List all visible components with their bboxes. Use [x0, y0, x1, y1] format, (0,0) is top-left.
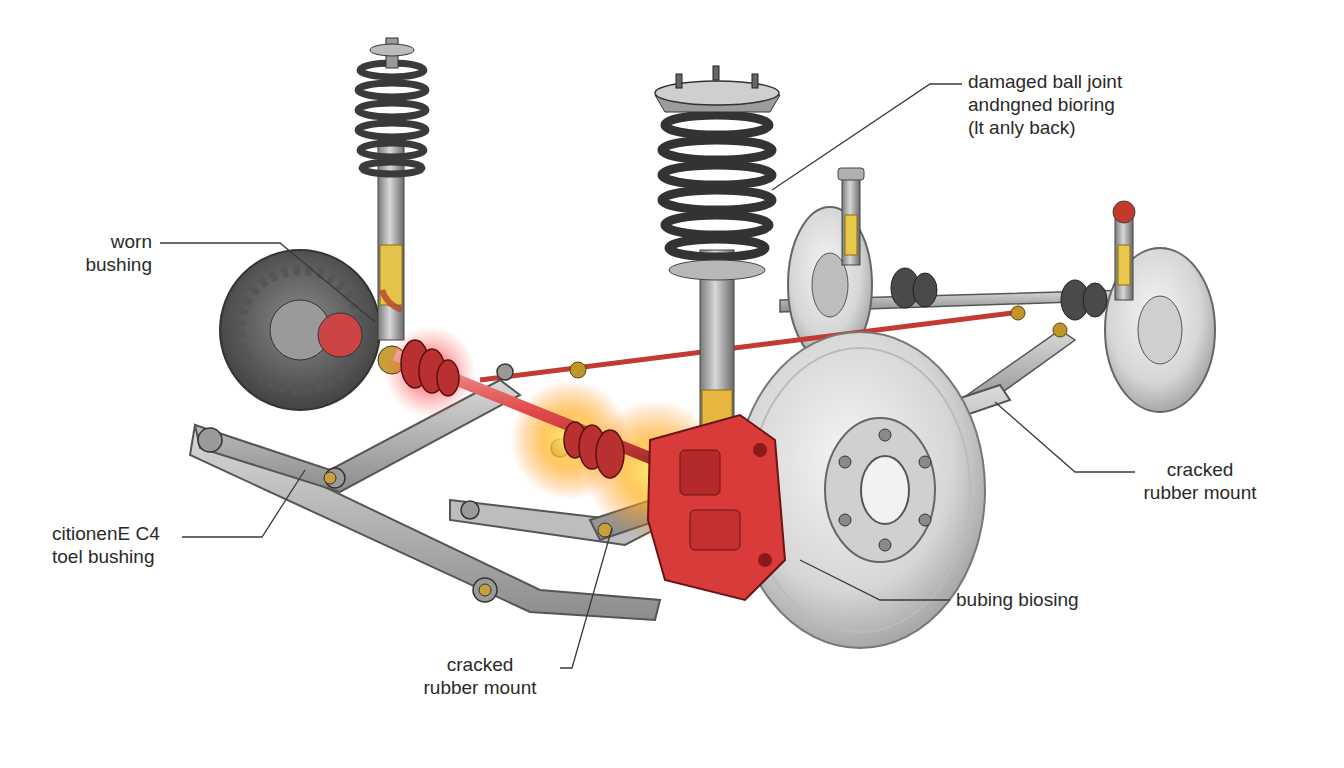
- left-hub: [220, 250, 380, 410]
- callout-label: worn bushing: [60, 230, 152, 276]
- leader-lines: [160, 84, 1135, 668]
- left-strut: [358, 38, 426, 374]
- callout-label: cracked rubber mount: [420, 653, 540, 699]
- callout-label: bubing biosing: [956, 588, 1156, 611]
- callout-label: citionenE C4 toel bushing: [52, 522, 177, 568]
- callout-label: damaged ball joint andngned bioring (lt …: [968, 70, 1133, 139]
- callout-label: cracked rubber mount: [1140, 458, 1260, 504]
- brake-caliper: [648, 415, 785, 600]
